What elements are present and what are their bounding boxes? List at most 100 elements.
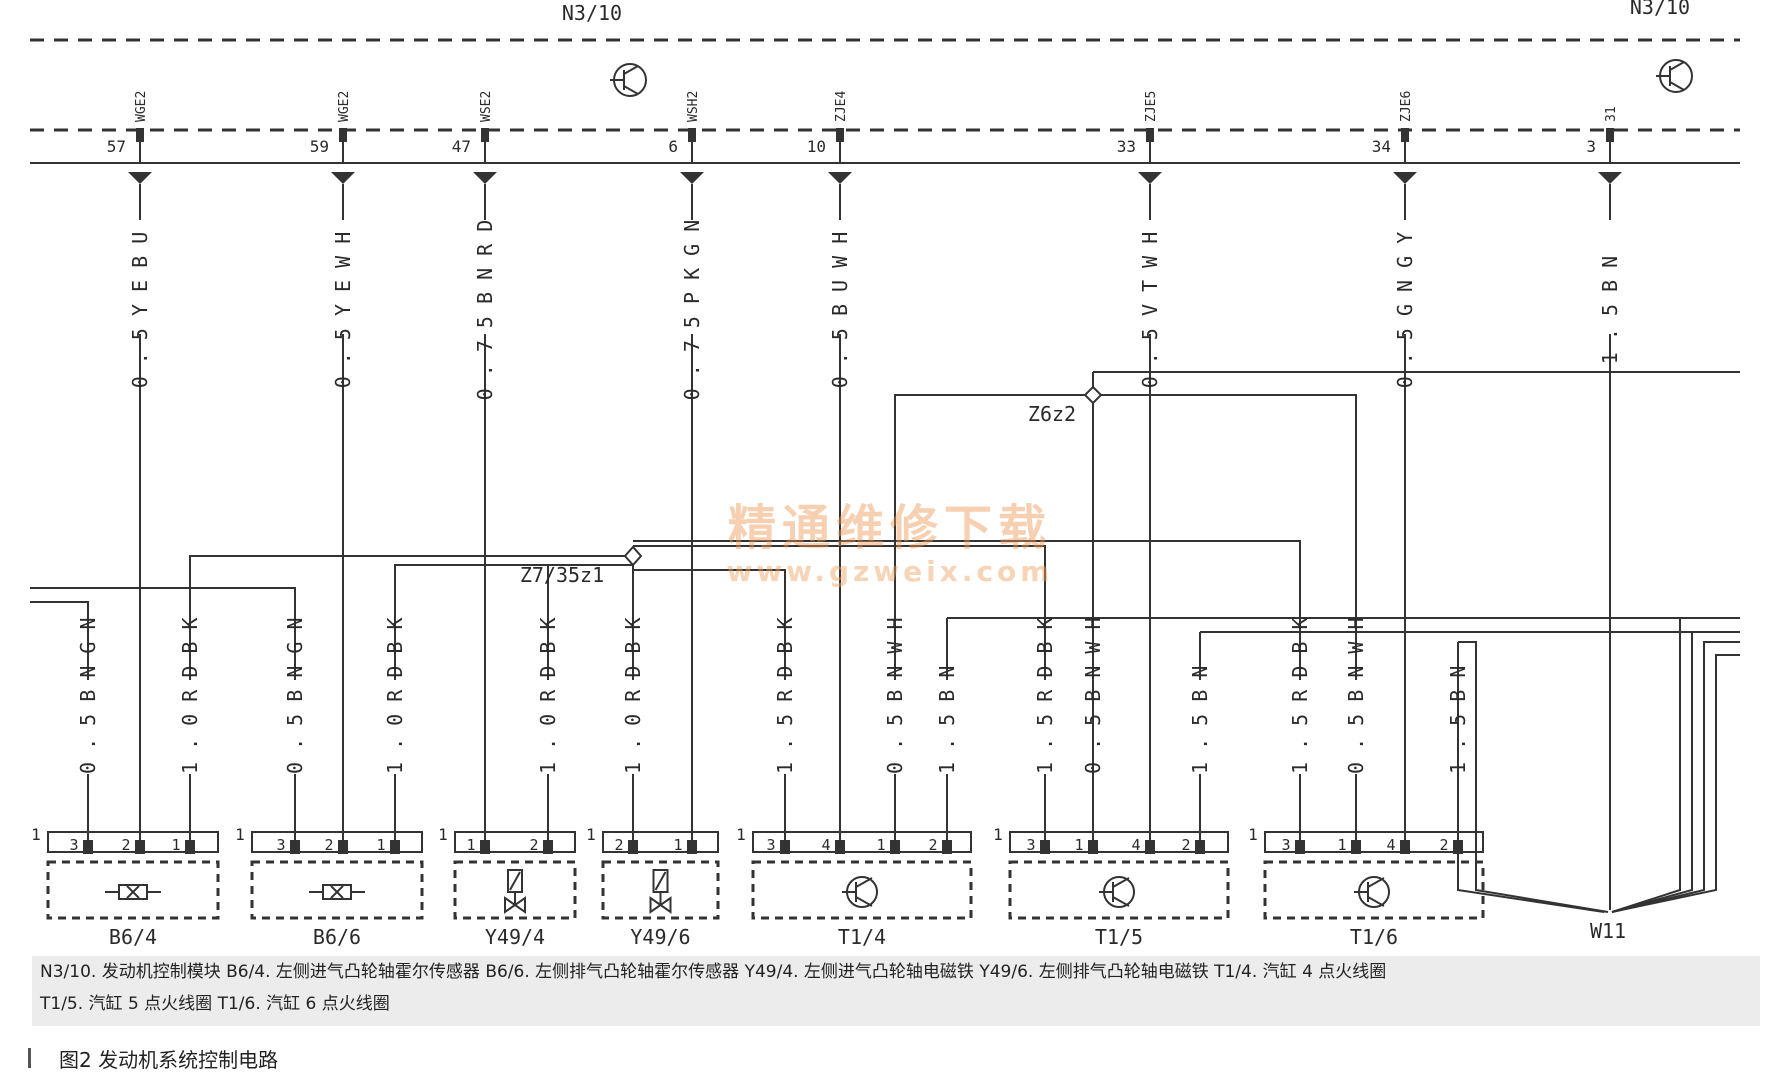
connector-housing bbox=[454, 831, 576, 853]
connector-housing bbox=[1009, 831, 1229, 853]
splice-z6 bbox=[1083, 385, 1103, 405]
terminal-number: 1 bbox=[1337, 836, 1346, 854]
connector-arrow-icon bbox=[828, 172, 852, 184]
component-label: T1/4 bbox=[838, 925, 886, 949]
terminal-number: 2 bbox=[324, 836, 333, 854]
pin-code: WGE2 bbox=[337, 91, 352, 122]
wire-label: 1 . 5 B N bbox=[1188, 666, 1212, 774]
ignition-coil-icon bbox=[1099, 876, 1135, 908]
pin-number: 57 bbox=[107, 137, 126, 156]
component-box bbox=[1263, 860, 1485, 920]
connector-housing bbox=[602, 831, 719, 853]
terminal bbox=[83, 840, 93, 854]
terminal bbox=[1351, 840, 1361, 854]
wire-label: 0 . 5 B U W H bbox=[828, 232, 852, 389]
module-pin: 3 31 bbox=[1586, 106, 1622, 184]
hall-sensor-icon bbox=[309, 884, 365, 900]
terminal-number: 1 bbox=[376, 836, 385, 854]
ground-label: W11 bbox=[1590, 919, 1626, 943]
pin-code: ZJE5 bbox=[1144, 91, 1159, 122]
terminal-number: 2 bbox=[529, 836, 538, 854]
terminal bbox=[290, 840, 300, 854]
component-label: T1/5 bbox=[1095, 925, 1143, 949]
wire bbox=[1611, 617, 1740, 913]
figure-caption: 图2 发动机系统控制电路 bbox=[28, 1040, 278, 1076]
component-pin-one: 1 bbox=[235, 825, 245, 844]
pin-code: ZJE4 bbox=[834, 91, 849, 122]
terminal bbox=[1195, 840, 1205, 854]
wire bbox=[633, 569, 786, 680]
pin-code: 31 bbox=[1604, 106, 1619, 122]
pin-code: ZJE6 bbox=[1399, 91, 1414, 122]
wire bbox=[189, 555, 633, 680]
wire bbox=[633, 540, 1301, 680]
terminal bbox=[390, 840, 400, 854]
wire-label: 1 . 5 R D B K bbox=[773, 617, 797, 774]
terminal-number: 1 bbox=[1074, 836, 1083, 854]
connector-arrow-icon bbox=[1598, 172, 1622, 184]
caption-marker bbox=[28, 1048, 31, 1068]
module-label-right: N3/10 bbox=[1630, 0, 1690, 19]
wire bbox=[30, 601, 89, 680]
transistor-symbol-icon bbox=[1656, 59, 1693, 93]
wire-label: 0 . 5 Y E B U bbox=[128, 232, 152, 389]
terminal bbox=[543, 840, 553, 854]
caption-text: 图2 发动机系统控制电路 bbox=[59, 1047, 279, 1072]
terminal bbox=[1453, 840, 1463, 854]
pin-code: WSE2 bbox=[479, 91, 494, 122]
connector-arrow-icon bbox=[331, 172, 355, 184]
connector-housing bbox=[1264, 831, 1484, 853]
wire-label: 0 . 5 V T W H bbox=[1138, 232, 1162, 389]
terminal bbox=[890, 840, 900, 854]
hall-sensor-icon bbox=[105, 884, 161, 900]
module-pins: 57WGE259WGE247WSE26WSH210ZJE433ZJE534ZJE… bbox=[107, 91, 1622, 184]
component-legend: N3/10. 发动机控制模块 B6/4. 左侧进气凸轮轴霍尔传感器 B6/6. … bbox=[32, 956, 1760, 1026]
legend-line-2: T1/5. 汽缸 5 点火线圈 T1/6. 汽缸 6 点火线圈 bbox=[40, 994, 390, 1014]
pin-number: 59 bbox=[310, 137, 329, 156]
component-label: B6/6 bbox=[313, 925, 361, 949]
wire-label: 0 . 7 5 P K G N bbox=[680, 220, 704, 401]
module-boundary bbox=[30, 38, 1740, 164]
wire bbox=[1611, 631, 1740, 913]
terminal-number: 2 bbox=[121, 836, 130, 854]
module-pin: 6 WSH2 bbox=[668, 91, 704, 184]
component-pin-one: 1 bbox=[31, 825, 41, 844]
component-label: T1/6 bbox=[1350, 925, 1398, 949]
connector-housing bbox=[752, 831, 972, 853]
solenoid-valve-icon bbox=[504, 869, 526, 914]
component-box bbox=[601, 860, 720, 920]
pin-code: WSH2 bbox=[686, 91, 701, 122]
component-box bbox=[751, 860, 973, 920]
terminal bbox=[1400, 840, 1410, 854]
wire bbox=[1611, 641, 1740, 913]
component-pin-one: 1 bbox=[1248, 825, 1258, 844]
connector-housing bbox=[251, 831, 423, 853]
connector-arrow-icon bbox=[1393, 172, 1417, 184]
splice-label-z6: Z6z2 bbox=[1028, 402, 1076, 426]
terminal bbox=[942, 840, 952, 854]
pin-number: 3 bbox=[1586, 137, 1596, 156]
component-pin-one: 1 bbox=[736, 825, 746, 844]
terminal bbox=[687, 840, 697, 854]
terminal-number: 4 bbox=[1386, 836, 1395, 854]
terminal-number: 3 bbox=[766, 836, 775, 854]
wire bbox=[633, 545, 1046, 680]
terminal-number: 1 bbox=[876, 836, 885, 854]
pin-number: 6 bbox=[668, 137, 678, 156]
splice-z7 bbox=[623, 545, 643, 567]
wire-label: 1 . 5 B N bbox=[1446, 666, 1470, 774]
terminal bbox=[480, 840, 490, 854]
module-label-left: N3/10 bbox=[562, 1, 622, 25]
wires bbox=[30, 184, 1740, 913]
component-pin-one: 1 bbox=[993, 825, 1003, 844]
component-pin-one: 1 bbox=[438, 825, 448, 844]
connector-arrow-icon bbox=[473, 172, 497, 184]
wire bbox=[30, 587, 296, 680]
